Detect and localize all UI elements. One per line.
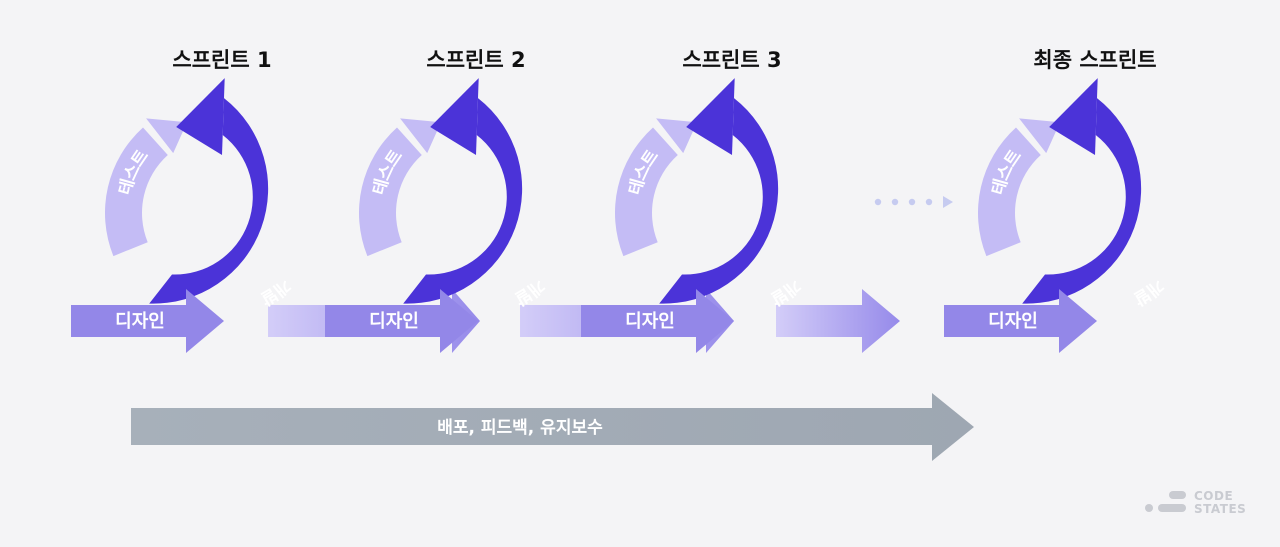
continuation-dots [874,196,953,208]
dev-arc [403,98,523,304]
dev-label-4: 개발 [1130,275,1167,309]
sprint-title: 최종 스프린트 [1033,48,1156,72]
dev-label-1: 개발 [257,275,294,309]
test-arc [104,127,168,257]
deploy-label: 배포, 피드백, 유지보수 [437,418,603,438]
design-label: 디자인 [115,311,165,332]
connector-arrow-3 [776,289,900,353]
sprint-title: 스프린트 3 [682,48,781,72]
design-label: 디자인 [369,311,419,332]
logo-line-2: STATES [1194,502,1246,516]
dev-arrowhead [176,78,225,155]
design-arrow [71,289,224,353]
design-arrow [325,289,478,353]
dev-arrowhead [430,78,479,155]
design-arrow [944,289,1097,353]
dev-arc [1022,98,1142,304]
test-arc [358,127,422,257]
design-label: 디자인 [988,311,1038,332]
test-arc [614,127,678,257]
dev-label-2: 개발 [511,275,548,309]
dev-arrowhead [686,78,735,155]
sprint-title: 스프린트 2 [426,48,525,72]
design-label: 디자인 [625,311,675,332]
dev-arc [659,98,779,304]
design-arrow [581,289,734,353]
deploy-bar: 배포, 피드백, 유지보수 [131,393,974,461]
dev-arc [149,98,269,304]
dev-label-3: 개발 [767,275,804,309]
deploy-arrow [131,393,974,461]
logo-line-1: CODE [1194,489,1233,503]
sprint-title: 스프린트 1 [172,48,271,72]
test-arc [977,127,1041,257]
dev-arrowhead [1049,78,1098,155]
code-states-logo: CODE STATES [1145,489,1246,516]
